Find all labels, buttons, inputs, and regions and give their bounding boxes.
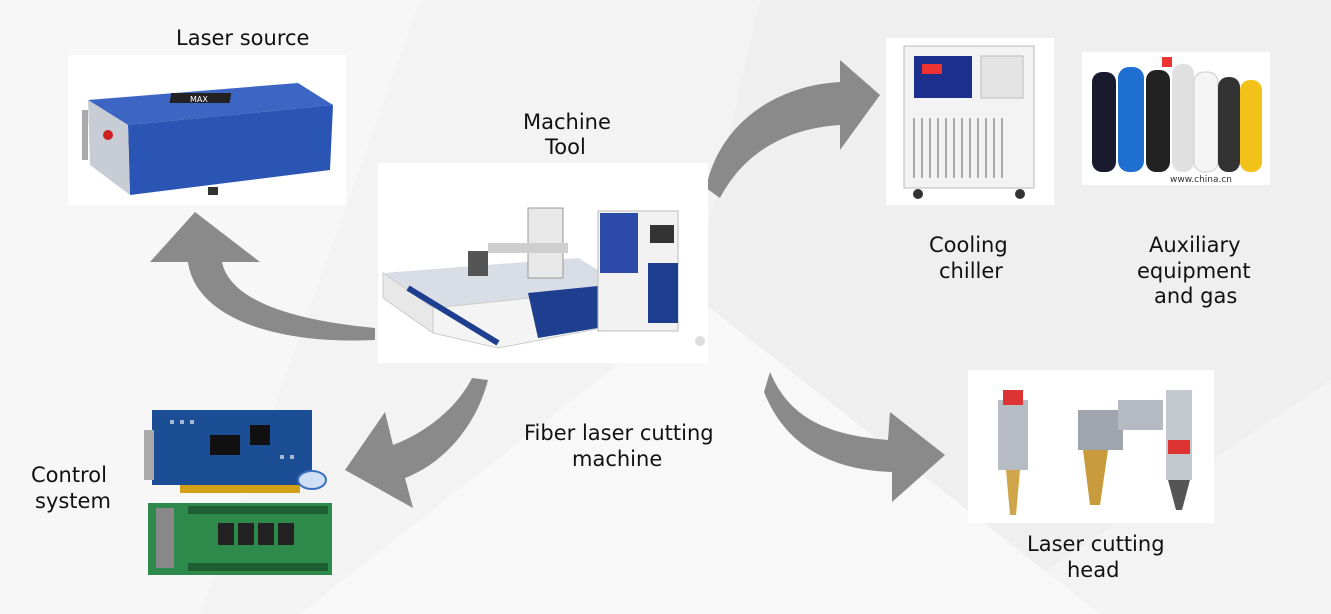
label-center-line1: Fiber laser cutting [524, 421, 714, 445]
label-machine-tool-line2: Tool [545, 135, 586, 159]
fiber-laser-cutting-machine-image [378, 163, 708, 363]
label-control-line1: Control [31, 463, 107, 487]
label-aux-line2: equipment [1137, 259, 1251, 283]
label-laser-source: Laser source [176, 26, 310, 50]
control-card-image [140, 405, 330, 497]
label-center-line2: machine [572, 447, 663, 471]
laser-source-image: MAX [68, 55, 346, 205]
gas-watermark-text: www.china.cn [1170, 175, 1232, 185]
label-head-line2: head [1067, 558, 1120, 582]
label-control-line2: system [35, 489, 111, 513]
label-cooling-line1: Cooling [929, 233, 1008, 257]
label-cooling-line2: chiller [939, 259, 1003, 283]
laser-brand-text: MAX [190, 95, 208, 104]
control-board-image [148, 503, 332, 575]
label-head-line1: Laser cutting [1027, 532, 1165, 556]
gas-cylinders-image: www.china.cn [1082, 52, 1270, 185]
label-aux-line3: and gas [1154, 284, 1238, 308]
laser-cutting-head-image [968, 370, 1214, 523]
label-aux-line1: Auxiliary [1149, 233, 1241, 257]
label-machine-tool-line1: Machine [523, 110, 611, 134]
cooling-chiller-image [886, 38, 1054, 205]
